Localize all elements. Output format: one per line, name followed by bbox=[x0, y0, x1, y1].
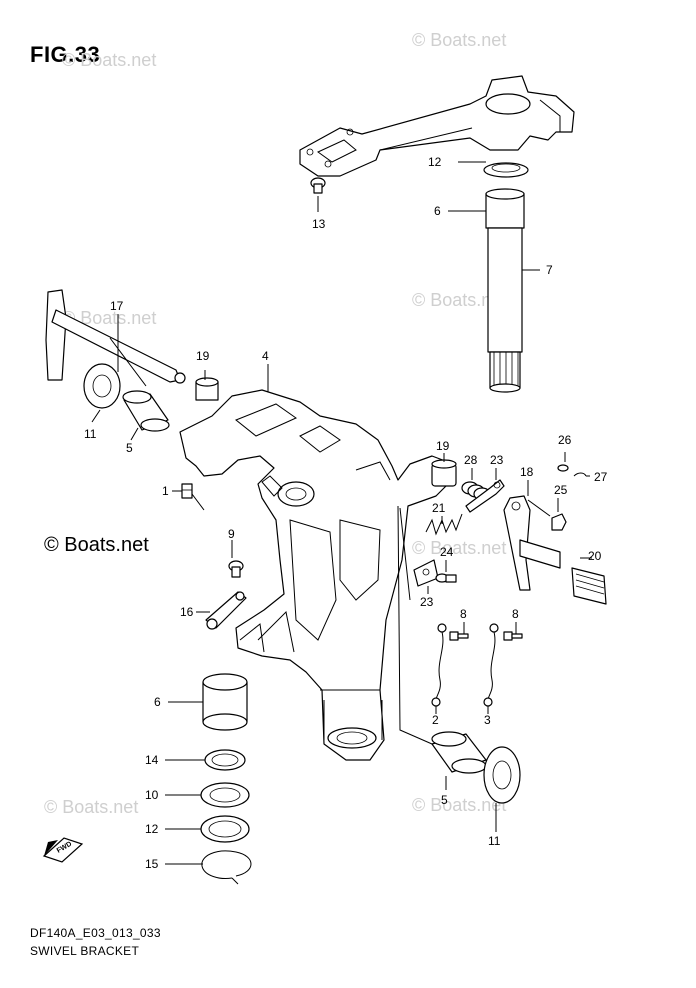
bushing-6-lower bbox=[202, 673, 248, 731]
callout-24: 24 bbox=[440, 545, 454, 559]
lever-22 bbox=[465, 479, 505, 513]
bushing-19-right bbox=[431, 459, 457, 487]
callout-19: 19 bbox=[196, 349, 210, 363]
callout-8-right: 8 bbox=[512, 607, 519, 621]
callout-numbers: 12 13 6 7 17 19 4 11 5 1 19 28 23 18 26 … bbox=[84, 155, 608, 871]
callout-8-left: 8 bbox=[460, 607, 467, 621]
watermark: © Boats.net bbox=[44, 797, 139, 817]
swivel-bracket-4 bbox=[179, 389, 451, 761]
washer-14 bbox=[204, 749, 246, 771]
callout-5-right: 5 bbox=[441, 793, 448, 807]
callout-12-lower: 12 bbox=[145, 822, 159, 836]
washer-10 bbox=[200, 782, 250, 808]
callout-23: 23 bbox=[420, 595, 434, 609]
fwd-arrow-icon: FWD bbox=[42, 837, 84, 863]
plate-23 bbox=[413, 559, 439, 587]
ground-wire-2 bbox=[431, 623, 447, 707]
callout-3: 3 bbox=[484, 713, 491, 727]
callout-6: 6 bbox=[434, 204, 441, 218]
callout-22: 23 bbox=[490, 453, 504, 467]
ground-wire-3 bbox=[483, 623, 499, 707]
washer-12 bbox=[483, 162, 529, 178]
steering-bracket bbox=[299, 75, 575, 177]
callout-14: 14 bbox=[145, 753, 159, 767]
leader-lines bbox=[91, 161, 592, 865]
callout-6-lower: 6 bbox=[154, 695, 161, 709]
figure-code: DF140A_E03_013_033 bbox=[30, 926, 161, 940]
callout-1: 1 bbox=[162, 484, 169, 498]
figure-title: FIG.33 bbox=[30, 42, 101, 67]
watermark: © Boats.net bbox=[62, 308, 157, 328]
bushing-5-right bbox=[431, 731, 487, 774]
callout-21: 21 bbox=[432, 501, 446, 515]
figure-name: SWIVEL BRACKET bbox=[30, 944, 140, 958]
nut-25 bbox=[551, 513, 567, 531]
callout-4: 4 bbox=[262, 349, 269, 363]
bolt-8-left bbox=[449, 631, 469, 641]
bushing-6-upper bbox=[485, 188, 525, 229]
rod-20-pad bbox=[519, 539, 607, 605]
bolt-9 bbox=[228, 560, 244, 578]
clip-27 bbox=[573, 472, 587, 477]
bracket-18 bbox=[503, 495, 531, 591]
bolt-24 bbox=[435, 573, 457, 583]
callout-9: 9 bbox=[228, 527, 235, 541]
callout-11: 11 bbox=[84, 427, 97, 441]
watermark: © Boats.net bbox=[62, 50, 157, 70]
circlip-15 bbox=[201, 850, 252, 885]
callout-12: 12 bbox=[428, 155, 442, 169]
callout-2: 2 bbox=[432, 713, 439, 727]
callout-16: 16 bbox=[180, 605, 194, 619]
callout-5: 5 bbox=[126, 441, 133, 455]
bolt-8-right bbox=[503, 631, 523, 641]
callout-19-right: 19 bbox=[436, 439, 450, 453]
spring-21 bbox=[425, 513, 463, 536]
callout-20: 20 bbox=[588, 549, 602, 563]
watermark: © Boats.net bbox=[412, 538, 507, 558]
bolt-1 bbox=[181, 483, 193, 499]
callout-17: 17 bbox=[110, 299, 124, 313]
callout-7: 7 bbox=[546, 263, 553, 277]
watermark: © Boats.net bbox=[412, 795, 507, 815]
stopper-16 bbox=[205, 591, 247, 630]
washer-12-lower bbox=[200, 815, 250, 843]
watermark: © Boats.net bbox=[412, 290, 507, 310]
bushing-19-left bbox=[195, 377, 219, 401]
bolt-13 bbox=[310, 177, 326, 194]
callout-28: 28 bbox=[464, 453, 478, 467]
washer-11-left bbox=[83, 363, 121, 409]
copyright-notice: © Boats.net bbox=[44, 534, 149, 556]
pin-26 bbox=[557, 464, 569, 472]
callout-15: 15 bbox=[145, 857, 159, 871]
callout-18: 18 bbox=[520, 465, 534, 479]
callout-10: 10 bbox=[145, 788, 159, 802]
callout-26: 26 bbox=[558, 433, 572, 447]
washer-11-right bbox=[483, 746, 521, 804]
callout-11-right: 11 bbox=[488, 834, 501, 848]
callout-25: 25 bbox=[554, 483, 568, 497]
callout-13: 13 bbox=[312, 217, 326, 231]
bushing-5-left bbox=[122, 390, 170, 432]
watermark: © Boats.net bbox=[412, 30, 507, 50]
callout-27: 27 bbox=[594, 470, 608, 484]
steering-shaft-7 bbox=[487, 227, 523, 393]
